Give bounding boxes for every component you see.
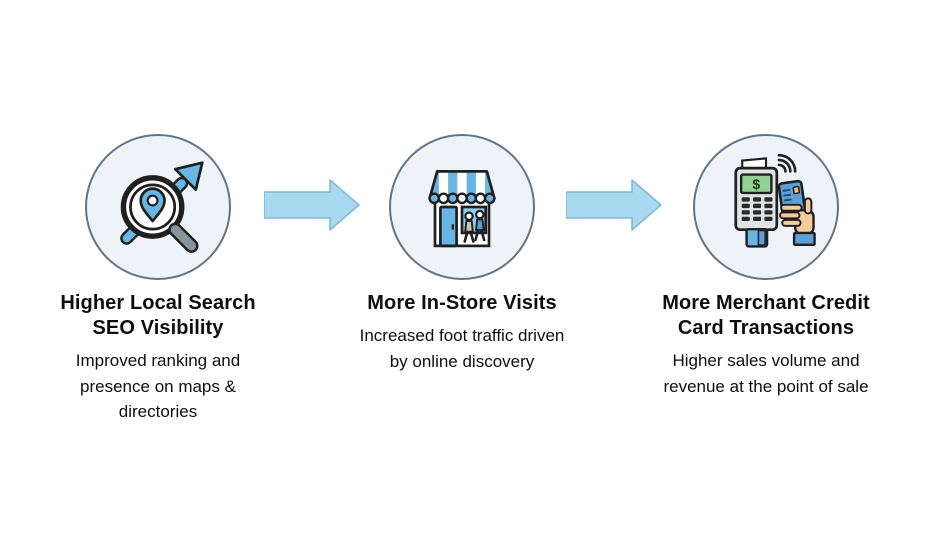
magnifier-handle	[168, 222, 199, 253]
step-description: Higher sales volume and revenue at the p…	[663, 351, 869, 396]
step-title: More In-Store Visits	[367, 292, 557, 314]
step-title: More Merchant Credit Card Transactions	[662, 292, 870, 339]
icon-badge: $	[693, 134, 839, 280]
store-awning	[428, 170, 496, 205]
inserted-card-stripe	[757, 229, 766, 246]
person-walking	[474, 209, 486, 242]
local-search-seo-icon	[120, 161, 204, 253]
sleeve-cuff	[792, 231, 816, 246]
funnel-step-local-search: Higher Local Search SEO Visibility Impro…	[8, 134, 308, 425]
right-arrow-icon	[566, 179, 662, 231]
svg-text:$: $	[752, 176, 760, 192]
storefront-icon	[428, 170, 496, 248]
icon-badge	[389, 134, 535, 280]
step-title: Higher Local Search SEO Visibility	[60, 292, 256, 339]
keypad	[741, 197, 773, 222]
funnel-step-in-store-visits: More In-Store Visits Increased foot traf…	[312, 134, 612, 374]
person-walking	[463, 211, 475, 243]
step-description: Improved ranking and presence on maps & …	[75, 351, 241, 421]
location-pin	[139, 187, 166, 223]
hand	[779, 197, 816, 246]
store-door	[439, 205, 458, 248]
payment-terminal: $	[734, 166, 779, 248]
contactless-waves-icon	[777, 153, 797, 173]
icon-badge	[85, 134, 231, 280]
card-payment-icon: $	[734, 153, 816, 248]
funnel-step-card-transactions: $	[616, 134, 916, 399]
step-description: Increased foot traffic driven by online …	[359, 326, 565, 371]
right-arrow-icon	[264, 179, 360, 231]
